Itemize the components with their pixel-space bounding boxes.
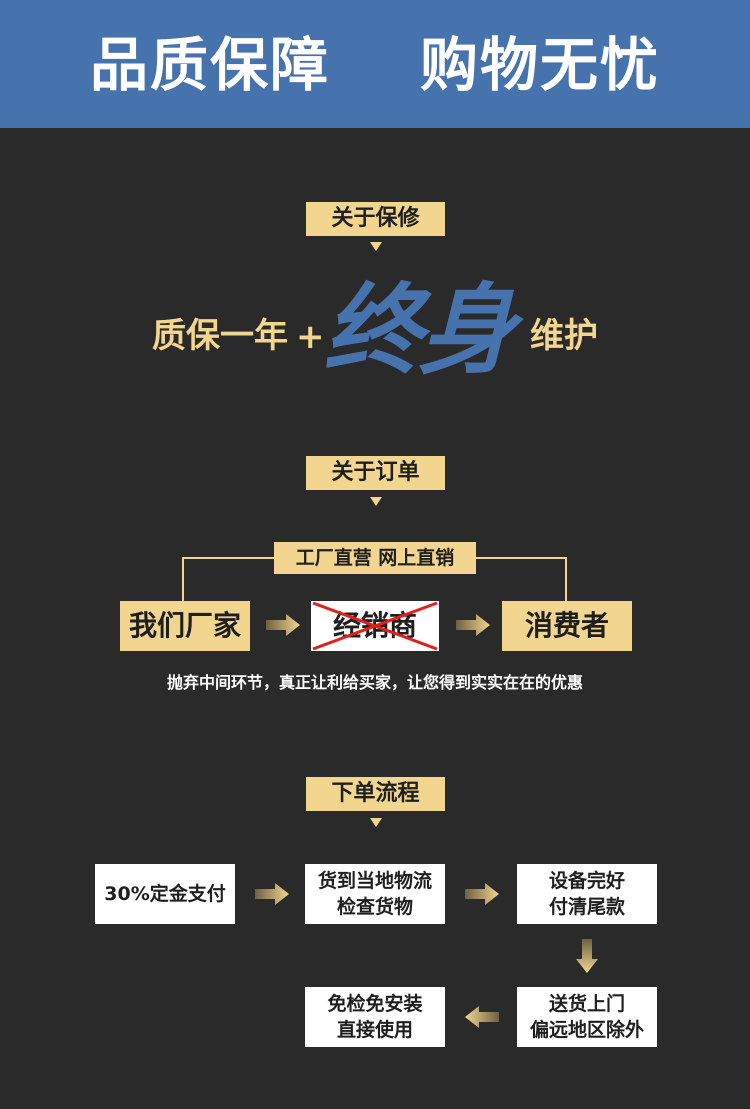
warranty-suffix: 维护 <box>530 316 598 356</box>
plus-sign: + <box>296 317 325 357</box>
process-step-2: 货到当地物流 检查货物 <box>305 864 445 924</box>
cross-out-icon <box>312 601 438 651</box>
step-line: 设备完好 <box>548 870 625 892</box>
header-banner: 品质保障 购物无忧 <box>0 0 750 128</box>
down-triangle-icon <box>370 242 382 251</box>
step-line: 偏远地区除外 <box>529 1019 644 1041</box>
step-line: 免检免安装 <box>327 993 423 1015</box>
step-line: 货到当地物流 <box>317 870 432 892</box>
process-step-4: 送货上门 偏远地区除外 <box>517 987 657 1047</box>
right-arrow-icon <box>266 614 300 636</box>
step-line: 送货上门 <box>548 993 625 1015</box>
warranty-prefix: 质保一年 <box>152 316 288 356</box>
right-arrow-icon <box>255 883 289 905</box>
order-tag: 关于订单 <box>306 456 445 490</box>
warranty-tag: 关于保修 <box>306 202 445 236</box>
process-tag: 下单流程 <box>306 777 445 811</box>
process-step-1: 30%定金支付 <box>95 864 235 924</box>
down-triangle-icon <box>370 497 382 506</box>
consumer-node: 消费者 <box>502 601 632 651</box>
header-title-left: 品质保障 <box>90 31 331 99</box>
down-triangle-icon <box>370 818 382 827</box>
step-line: 检查货物 <box>336 896 413 918</box>
header-title-right: 购物无忧 <box>420 31 661 99</box>
step-line: 直接使用 <box>336 1019 413 1041</box>
right-arrow-icon <box>456 614 490 636</box>
distributor-node: 经销商 <box>311 601 439 651</box>
step-line: 付清尾款 <box>548 896 625 918</box>
down-arrow-icon <box>576 939 598 973</box>
warranty-lifetime: 终身 <box>324 274 516 388</box>
left-arrow-icon <box>465 1006 499 1028</box>
order-note: 抛弃中间环节，真正让利给买家，让您得到实实在在的优惠 <box>166 673 583 692</box>
process-step-5: 免检免安装 直接使用 <box>305 987 445 1047</box>
factory-node: 我们厂家 <box>120 601 250 651</box>
direct-channel-label: 工厂直营 网上直销 <box>274 542 476 574</box>
right-arrow-icon <box>465 883 499 905</box>
process-step-3: 设备完好 付清尾款 <box>517 864 657 924</box>
step-line: 30%定金支付 <box>104 883 226 905</box>
